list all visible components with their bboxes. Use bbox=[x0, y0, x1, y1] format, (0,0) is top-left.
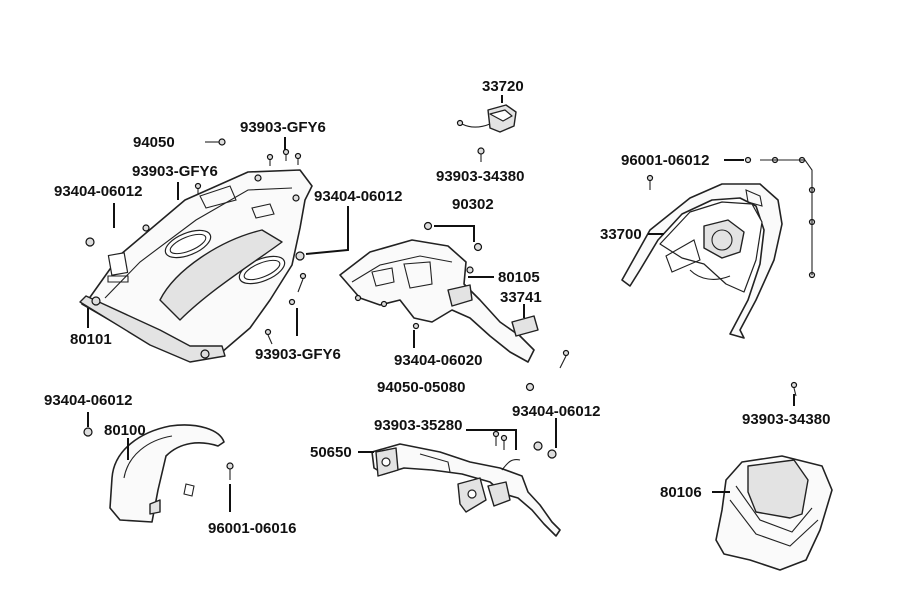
leader-93903-35280 bbox=[466, 429, 517, 450]
part-80106-plate-holder bbox=[715, 455, 833, 571]
label-96001-06016: 96001-06016 bbox=[208, 520, 296, 537]
label-94050: 94050 bbox=[133, 134, 175, 151]
screw-96001-06016 bbox=[226, 462, 234, 480]
screws-93903-gfy6-bottom bbox=[264, 272, 307, 345]
screw-93903-gfy6-left bbox=[194, 182, 202, 195]
bolt-94050 bbox=[205, 138, 226, 146]
part-33741-reflector bbox=[511, 315, 539, 337]
label-33741: 33741 bbox=[500, 289, 542, 306]
label-93404-06012-bracket: 93404-06012 bbox=[512, 403, 600, 420]
label-80105: 80105 bbox=[498, 269, 540, 286]
screw-93903-34380-top bbox=[477, 147, 485, 162]
nuts-90302 bbox=[423, 221, 483, 252]
label-80106: 80106 bbox=[660, 484, 702, 501]
label-93903-34380-right: 93903-34380 bbox=[742, 411, 830, 428]
label-93404-06012-front: 93404-06012 bbox=[44, 392, 132, 409]
label-93404-06020: 93404-06020 bbox=[394, 352, 482, 369]
label-93903-gfy6-left: 93903-GFY6 bbox=[132, 163, 218, 180]
label-93903-gfy6-top: 93903-GFY6 bbox=[240, 119, 326, 136]
screws-93903-35280 bbox=[492, 430, 508, 450]
label-80100: 80100 bbox=[104, 422, 146, 439]
part-80100-front-fender bbox=[83, 424, 225, 523]
nut-93404-06012-bracket bbox=[533, 441, 557, 459]
leader-96001-06012-bracket bbox=[760, 159, 813, 275]
label-93404-06012-left: 93404-06012 bbox=[54, 183, 142, 200]
screws-93903-gfy6-top bbox=[266, 148, 302, 166]
part-33700-tail-light bbox=[621, 183, 783, 339]
part-33720-lamp-unit bbox=[456, 104, 517, 133]
label-80101: 80101 bbox=[70, 331, 112, 348]
part-50650-mounting-bracket bbox=[371, 443, 561, 537]
part-80101-seat-cowl bbox=[79, 169, 313, 363]
screw-93903-34380-right bbox=[790, 381, 798, 397]
label-93903-gfy6-bottom: 93903-GFY6 bbox=[255, 346, 341, 363]
label-94050-05080: 94050-05080 bbox=[377, 379, 465, 396]
label-33700: 33700 bbox=[600, 226, 642, 243]
nut-93404-06012-left bbox=[85, 224, 150, 247]
label-93404-06012-center: 93404-06012 bbox=[314, 188, 402, 205]
label-93903-34380-top: 93903-34380 bbox=[436, 168, 524, 185]
leader-90302 bbox=[434, 225, 475, 242]
label-33720: 33720 bbox=[482, 78, 524, 95]
nut-93404-06012-center bbox=[295, 251, 305, 261]
label-90302: 90302 bbox=[452, 196, 494, 213]
label-93903-35280: 93903-35280 bbox=[374, 417, 462, 434]
bolt-94050-05080 bbox=[525, 349, 570, 392]
part-80105-rear-inner-fender bbox=[339, 239, 535, 363]
leader-93404-06012-center bbox=[305, 206, 349, 255]
label-50650: 50650 bbox=[310, 444, 352, 461]
label-96001-06012: 96001-06012 bbox=[621, 152, 709, 169]
